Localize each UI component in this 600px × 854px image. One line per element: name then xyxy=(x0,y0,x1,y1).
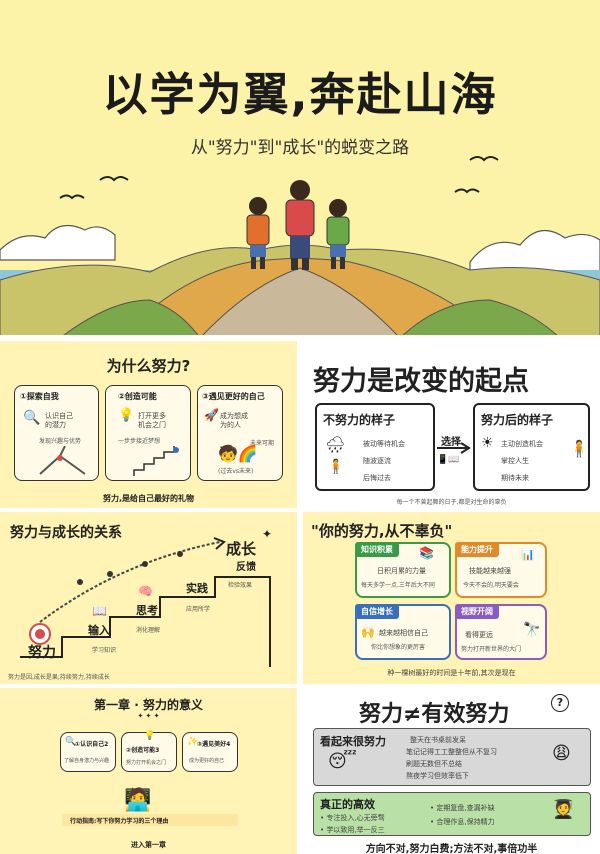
lightbulb-icon: 💡 xyxy=(118,408,135,423)
never-title: "你的努力,从不辜负" xyxy=(311,522,453,540)
fake-effort-box: 看起来很努力 😴 😩 整天在书桌前发呆 笔记记得工工整整但从不复习 刷题无数但不… xyxy=(313,728,591,786)
rain-cloud-icon: 🌧 xyxy=(325,435,346,454)
bird xyxy=(454,188,480,194)
question-icon: ? xyxy=(551,694,569,712)
hero-panel: 以学为翼,奔赴山海 从"努力"到"成长"的蜕变之路 xyxy=(0,0,600,338)
chapter-panel: 第一章 · 努力的意义 ✦ ✦ ✦ 🔍 ①认识自己2 了解自身潜力与兴趣 💡 ②… xyxy=(0,688,297,854)
rocket-icon: 🚀 xyxy=(204,408,219,422)
chapter-item-1: 🔍 ①认识自己2 了解自身潜力与兴趣 xyxy=(60,732,116,772)
box-ability: 能力提升 📊 技能越来越强 今天不会的,明天要会 xyxy=(455,542,547,598)
chapter-item-2: 💡 ②创造可能3 努力打开机会之门 xyxy=(121,731,177,772)
tired-student-icon: 😩 xyxy=(552,743,571,764)
relation-title: 努力与成长的关系 xyxy=(10,525,122,541)
why-footer: 努力,是给自己最好的礼物 xyxy=(102,494,195,503)
hands-up-icon: 🙌 xyxy=(361,626,375,639)
arrow-right-icon xyxy=(437,442,471,454)
relation-footer: 努力是因,成长是果;持续努力,持续成长 xyxy=(8,674,110,681)
sleepy-student-icon: 😴 xyxy=(328,751,357,772)
phone-book-icon: 📱📖 xyxy=(437,455,460,465)
start-panel: 努力是改变的起点 不努力的样子 🌧 🧍 被动等待机会 随波逐流 后悔过去 选择 … xyxy=(303,341,600,508)
crossroads-icon xyxy=(39,446,86,475)
effective-footer: 方向不对,努力白费;方法不对,事倍功半 xyxy=(365,844,538,854)
bird xyxy=(99,176,129,182)
stairs-icon xyxy=(133,446,179,476)
cloud-left xyxy=(0,224,116,261)
not-effort-box: 不努力的样子 🌧 🧍 被动等待机会 随波逐流 后悔过去 xyxy=(315,403,435,491)
real-effort-box: 真正的高效 • 专注投入,心无旁骛 • 学以致用,举一反三 • 定期复盘,查漏补… xyxy=(313,792,591,836)
telescope-icon: 🔭 xyxy=(523,622,541,638)
hero-title: 以学为翼,奔赴山海 xyxy=(102,68,498,121)
sparkle-icon: ✨ xyxy=(187,737,199,747)
step-growth: 成长 xyxy=(226,540,257,558)
box-knowledge: 知识积累 📚 日积月累的力量 每天多学一点,三年后大不同 xyxy=(355,542,451,598)
chapter-title: 第一章 · 努力的意义 xyxy=(94,698,203,712)
why-card-1: ①探索自我 🔍 认识自己 的潜力 发现兴趣与优势 xyxy=(14,385,99,481)
box-vision: 视野开阔 🔭 看得更远 努力打开新世界的大门 xyxy=(455,604,547,660)
start-footer: 每一个不曾起舞的日子,都是对生命的辜负 xyxy=(396,499,507,506)
confident-person-icon: 🧍 xyxy=(569,439,589,458)
magnifier-icon: 🔍 xyxy=(23,410,41,426)
writing-student-icon: 🧑‍💻 xyxy=(124,788,152,813)
hero-subtitle: 从"努力"到"成长"的蜕变之路 xyxy=(190,138,410,158)
why-card-3: ③遇见更好的自己 🚀 成为想成 为的人 未来可期 🧒🌈 (过去vs未来) xyxy=(197,385,283,481)
start-title: 努力是改变的起点 xyxy=(313,366,529,397)
effort-box: 努力后的样子 ☀ 🧍 主动创造机会 掌控人生 期待未来 xyxy=(473,403,590,491)
guide-strip xyxy=(62,814,238,826)
why-card-2: ②创造可能 💡 打开更多 机会之门 一步步接近梦想 xyxy=(105,385,191,481)
bar-chart-icon: 📊 xyxy=(521,548,535,561)
lightbulb-icon: 💡 xyxy=(144,731,156,741)
past-future-icon: 🧒🌈 xyxy=(218,444,258,463)
chapter-item-3: ✨ ③遇见美好4 成为更好的自己 xyxy=(182,732,238,772)
effective-panel: 努力≠有效努力 ? 看起来很努力 😴 😩 整天在书桌前发呆 笔记记得工工整整但从… xyxy=(303,688,600,854)
why-panel: 为什么努力? ①探索自我 🔍 认识自己 的潜力 发现兴趣与优势 ②创造可能 💡 … xyxy=(0,341,297,508)
magnifier-icon: 🔍 xyxy=(65,737,77,747)
bird xyxy=(59,194,85,200)
box-confidence: 自信增长 🙌 越来越相信自己 你比你想象的更厉害 xyxy=(355,604,451,660)
sad-person-icon: 🧍 xyxy=(327,459,345,475)
choose-label: 选择 xyxy=(441,437,461,448)
chapter-deco: ✦ ✦ ✦ xyxy=(137,712,160,720)
effective-title: 努力≠有效努力 xyxy=(359,702,510,727)
step-practice: 实践 xyxy=(186,582,208,595)
focused-student-icon: 🧑‍🎓 xyxy=(552,799,575,820)
books-icon: 📚 xyxy=(419,546,434,560)
feedback-label: 反馈 xyxy=(236,562,256,573)
why-title: 为什么努力? xyxy=(106,357,191,375)
bird xyxy=(469,156,499,162)
svg-text:✦: ✦ xyxy=(262,527,272,541)
chapter-guide: 行动指南:写下你努力学习的三个理由 xyxy=(70,818,169,825)
hero-illustration xyxy=(0,156,600,335)
step-think: 思考 xyxy=(136,604,158,617)
relation-panel: 努力与成长的关系 ✦ 努力 输入 📖 思考 🧠 实践 成长 反馈 学习知识 消化… xyxy=(0,512,297,684)
sun-icon: ☀ xyxy=(481,435,494,451)
brain-icon: 🧠 xyxy=(138,584,153,598)
growth-stairs-chart: ✦ xyxy=(20,527,272,667)
book-icon: 📖 xyxy=(92,604,107,618)
step-input: 输入 xyxy=(88,624,110,637)
never-panel: "你的努力,从不辜负" 知识积累 📚 日积月累的力量 每天多学一点,三年后大不同… xyxy=(303,512,600,684)
step-effort: 努力 xyxy=(28,645,56,661)
kids-figures xyxy=(246,180,350,270)
never-footer: 种一棵树最好的时间是十年前,其次是现在 xyxy=(387,669,516,677)
enter-chapter-link[interactable]: 进入第一章 xyxy=(131,841,166,849)
